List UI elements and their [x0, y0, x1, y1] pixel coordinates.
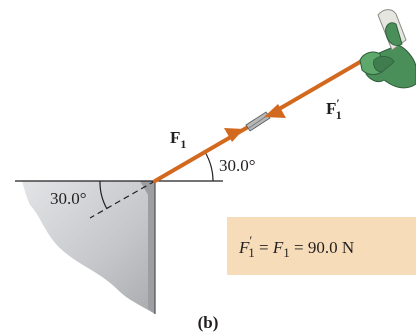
angle-arc-above — [204, 151, 214, 182]
angle-label-above: 30.0° — [219, 156, 256, 175]
equation-box: F′1 = F1 = 90.0 N — [227, 217, 416, 275]
rope-splice — [245, 111, 271, 132]
force-f1prime-arrowhead — [264, 104, 286, 118]
panel-label: (b) — [198, 313, 219, 332]
equation-text: F′1 = F1 = 90.0 N — [238, 233, 354, 260]
label-f1: F1 — [170, 128, 186, 151]
angle-arc-wall — [99, 180, 108, 210]
label-f1-prime: F′1 — [326, 96, 342, 122]
extension-dashed-line — [89, 180, 156, 219]
force-f1-arrowhead — [224, 128, 244, 142]
wall-support — [15, 180, 223, 314]
glove-hand-icon — [359, 9, 416, 89]
angle-label-wall: 30.0° — [50, 189, 87, 208]
